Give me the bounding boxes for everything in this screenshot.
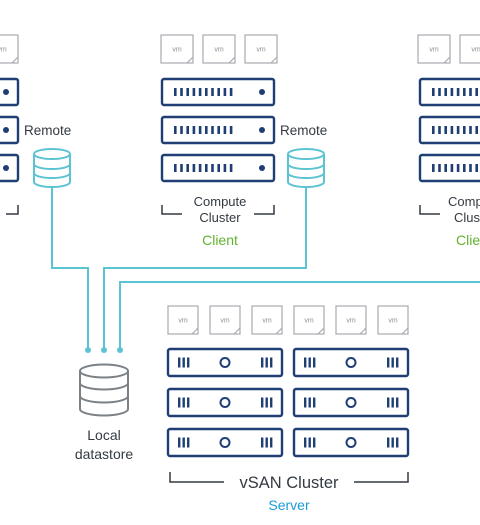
vm-icon: vm <box>459 34 480 64</box>
remote-datastore-center <box>287 148 325 188</box>
compute-cluster-left-bracket <box>6 205 19 215</box>
server-rack-icon <box>166 347 284 378</box>
server-rack-icon <box>0 153 20 183</box>
compute-cluster-right-bracket <box>419 205 440 215</box>
link-center-remote <box>103 188 307 348</box>
server-rack-icon <box>166 387 284 418</box>
vm-icon: vm <box>417 34 451 64</box>
vm-icon: vm <box>293 305 325 335</box>
vm-icon: vm <box>160 34 194 64</box>
vm-icon: vm <box>0 34 19 64</box>
server-rack-icon <box>418 115 480 145</box>
vm-label: vm <box>178 318 188 325</box>
database-icon <box>33 148 71 188</box>
database-icon <box>287 148 325 188</box>
vsan-cluster: vm vm vm vm vm vm <box>166 305 410 458</box>
vm-icon: vm <box>167 305 199 335</box>
server-rack-icon <box>292 427 410 458</box>
client-label-center: Client <box>202 232 238 248</box>
client-label-right: Client <box>456 232 480 248</box>
connection-dots <box>85 347 123 353</box>
server-rack-icon <box>160 77 276 107</box>
vm-label: vm <box>262 318 272 325</box>
vm-label: vm <box>388 318 398 325</box>
vsan-cluster-label: vSAN Cluster <box>239 474 339 492</box>
server-rack-icon <box>292 347 410 378</box>
vm-label: vm <box>220 318 230 325</box>
server-rack-icon <box>160 115 276 145</box>
vm-label: vm <box>429 47 439 54</box>
server-label: Server <box>268 497 310 513</box>
remote-label-left: Remote <box>24 123 71 138</box>
server-rack-icon <box>166 427 284 458</box>
server-rack-icon <box>160 153 276 183</box>
link-left-remote <box>51 188 89 348</box>
vm-label: vm <box>256 47 266 54</box>
compute-cluster-right-line2: Cluster <box>454 210 480 225</box>
server-rack-icon <box>0 77 20 107</box>
vm-label: vm <box>346 318 356 325</box>
vm-icon: vm <box>335 305 367 335</box>
vm-label: vm <box>214 47 224 54</box>
compute-cluster-right: vm vm <box>417 34 480 183</box>
server-rack-icon <box>418 153 480 183</box>
compute-cluster-center-line2: Cluster <box>199 210 241 225</box>
local-datastore-line2: datastore <box>75 446 134 462</box>
vm-label: vm <box>0 47 7 54</box>
server-rack-icon <box>0 115 20 145</box>
compute-cluster-right-line1: Compute <box>448 194 480 209</box>
link-right-remote <box>119 281 480 348</box>
compute-cluster-left: vm <box>0 34 20 183</box>
local-datastore <box>79 363 129 417</box>
vm-label: vm <box>471 47 480 54</box>
vm-icon: vm <box>251 305 283 335</box>
datastore-icon <box>79 363 129 417</box>
vsan-cluster-bracket <box>169 472 409 483</box>
server-rack-icon <box>418 77 480 107</box>
remote-label-center: Remote <box>280 123 327 138</box>
vm-icon: vm <box>202 34 236 64</box>
server-rack-icon <box>292 387 410 418</box>
connection-lines <box>51 188 480 348</box>
vm-label: vm <box>172 47 182 54</box>
vm-icon: vm <box>244 34 278 64</box>
compute-cluster-center: vm vm vm <box>160 34 278 183</box>
compute-cluster-center-bracket <box>161 205 275 215</box>
remote-datastore-left <box>33 148 71 188</box>
vm-label: vm <box>304 318 314 325</box>
vm-icon: vm <box>377 305 409 335</box>
compute-cluster-center-line1: Compute <box>194 194 247 209</box>
vm-icon: vm <box>209 305 241 335</box>
local-datastore-line1: Local <box>87 427 120 443</box>
